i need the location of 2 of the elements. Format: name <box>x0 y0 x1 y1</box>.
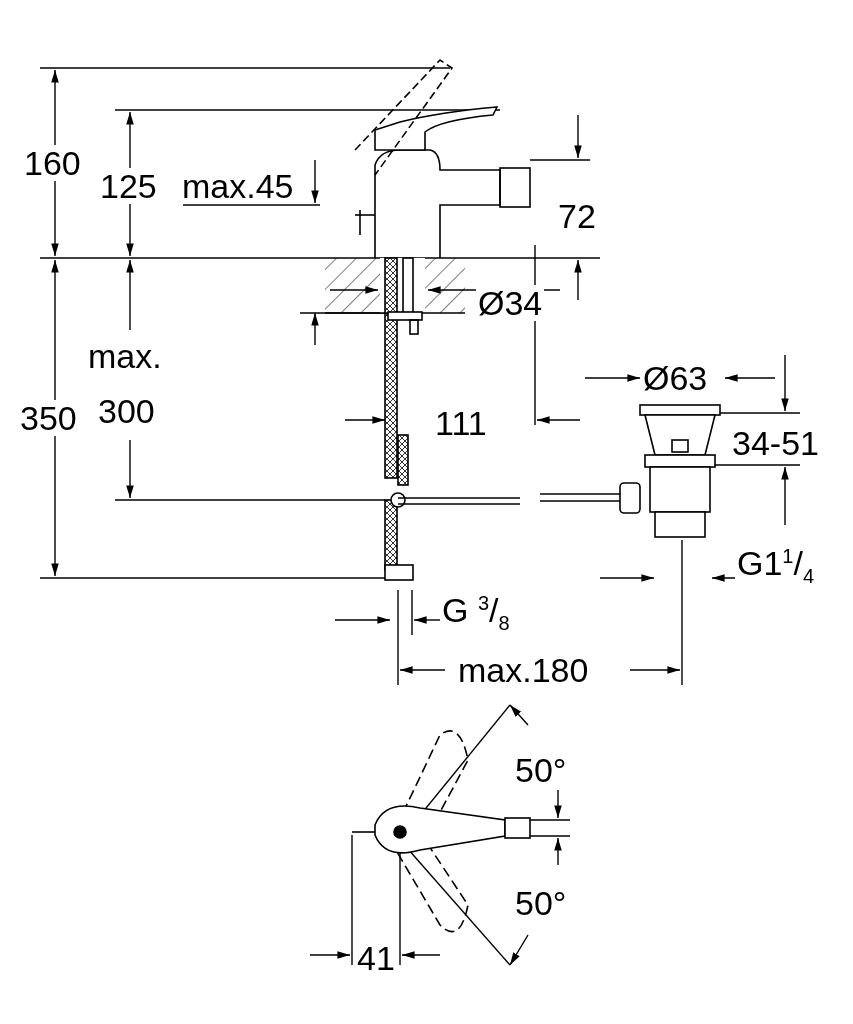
dimension-label: 350 <box>18 400 79 436</box>
dimension-label: Ø34 <box>476 285 545 321</box>
